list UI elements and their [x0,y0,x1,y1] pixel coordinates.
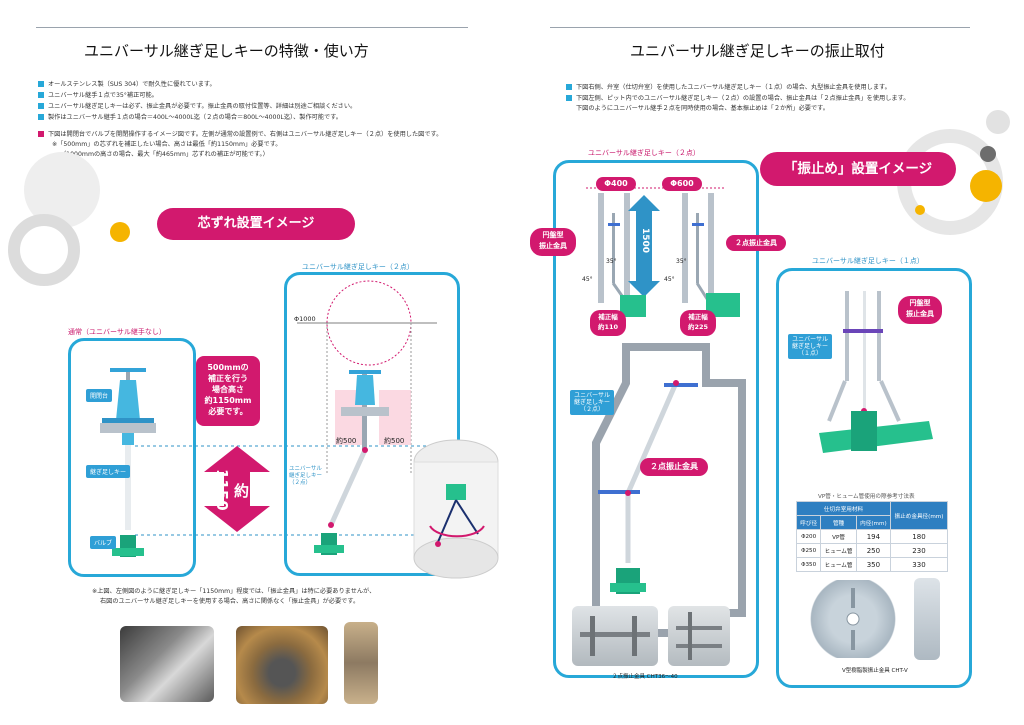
tsugitashi-label: 継ぎ足しキー [86,465,131,478]
left-page-title: ユニバーサル継ぎ足しキーの特徴・使い方 [84,42,369,60]
angle-label-b: 35° [606,258,617,265]
left-bullet-2: ユニバーサル継手１点で35°補正可能。 [38,92,158,100]
v-clamp-caption: V型樹脂製振止金具 CHT-V [842,668,908,674]
decorative-circles-left [8,152,130,286]
top-rule-right [550,27,970,28]
two-point-clamp-label-top: ２点振止金具 [726,235,786,251]
two-point-clamp-photo-2 [668,606,730,666]
disc-clamp-label-right: 円盤型 振止金具 [898,296,942,324]
univ2-frame-right [553,160,759,678]
disc-clamp-label: 円盤型 振止金具 [530,228,576,256]
pit-installation-diagram [586,187,746,637]
right-bullet-2: 下図左側、ピット内でのユニバーサル継ぎ足しキー（２点）の設置の場合、振止金具は「… [566,95,909,103]
bullet-square-icon [38,114,44,120]
normal-valve-diagram [100,368,156,557]
left-bullet-3: ユニバーサル継ぎ足しキーは必ず、振止金具が必要です。振止金具の取付位置等、詳細は… [38,103,356,111]
misalignment-pill: 芯ずれ設置イメージ [157,208,355,240]
univ-key-label: ユニバーサル 継ぎ足しキー （２点） [289,466,323,486]
table-head-inner: 内径(mm) [855,515,891,530]
phi1000-label: Φ1000 [294,315,316,323]
bullet-square-icon [38,92,44,98]
clamp-photo-caption: ２点振止金具 CHT36〜40 [612,674,678,680]
table-row: Φ250 ヒューム管 250 230 [795,543,949,558]
height-1500-label: 1500 [640,228,650,254]
left-note-2: ※「500mm」の芯ずれを補正したい場合、高さは最低「約1150mm」必要です。 [52,141,282,148]
pipe-rotation-illustration [413,439,499,579]
table-title: VP管・ヒューム管使用の際参考寸法表 [818,494,915,500]
univ2-misalignment-diagram [297,280,437,555]
left-footnote-1: ※上図、左側図のように継ぎ足しキー「1150mm」程度では、「振止金具」は特に必… [92,588,376,595]
table-row: Φ350 ヒューム管 350 330 [795,557,949,572]
dimension-table: 仕切弁室用材料 振止め金具径(mm) 呼び径 管種 内径(mm) Φ200 VP… [795,501,949,572]
normal-frame [68,338,196,577]
left-bullet-4: 製作はユニバーサル継手１点の場合＝400L〜4000L迄（２点の場合＝800L〜… [38,114,342,122]
normal-caption: 通常（ユニバーサル継手なし） [68,328,166,336]
univ2-tag: ユニバーサル 継ぎ足しキー （２点） [570,390,615,415]
v-clamp-photo-disc [808,580,898,658]
valve-label: バルブ [90,536,117,549]
yaku500-right-label: 約500 [384,437,405,445]
two-point-clamp-photo-1 [572,606,658,666]
bullet-square-icon [566,84,572,90]
yaku500-left-label: 約500 [336,437,357,445]
install-photo-3 [344,622,378,704]
right-page-title: ユニバーサル継ぎ足しキーの振止取付 [630,42,885,60]
univ2-caption-left: ユニバーサル継ぎ足しキー（２点） [302,263,414,271]
univ2-caption-right: ユニバーサル継ぎ足しキー（２点） [588,149,700,157]
height-double-arrow-icon [204,446,270,532]
left-bullet-1: オールステンレス製（SUS 304）で耐久性に優れています。 [38,81,216,89]
right-bullet-3: 下図のようにユニバーサル継手２点を同時使用の場合、基本振止めは「２か所」必要です… [576,105,829,112]
table-head-type: 管種 [820,515,857,530]
angle-label-c: 35° [676,258,687,265]
vibration-pill: 「振止め」設置イメージ [760,152,956,186]
requirement-box: 500mmの 補正を行う 場合高さ 約1150mm 必要です。 [196,356,260,426]
top-rule-left [36,27,468,28]
two-point-clamp-label-bottom: ２点振止金具 [640,458,708,476]
kaiheidai-label: 開閉台 [86,389,113,402]
table-group-header: 仕切弁室用材料 [796,501,891,516]
bullet-square-icon [38,131,44,137]
correction-110-label: 補正幅 約110 [590,310,626,336]
left-footnote-2: 右図のユニバーサル継ぎ足しキーを使用する場合、高さに関係なく「振止金具」が必要で… [100,598,360,605]
table-row: Φ200 VP管 194 180 [795,529,949,544]
univ2-frame-left [284,272,460,576]
right-bullet-1: 下図右側、弁室（仕切弁室）を使用したユニバーサル継ぎ足しキー（１点）の場合、丸型… [566,84,891,92]
install-photo-2 [236,626,328,704]
bullet-square-icon [38,81,44,87]
valve-chamber-diagram [819,291,933,453]
angle-label-d: 45° [664,276,675,283]
univ1-frame [776,268,972,688]
phi600-label: Φ600 [662,177,702,191]
install-photo-1 [120,626,214,702]
univ1-tag: ユニバーサル 継ぎ足しキー （１点） [788,334,833,359]
correction-225-label: 補正幅 約225 [680,310,716,336]
v-clamp-photo-side [914,578,940,660]
height-label: 約1150 [213,469,250,511]
table-head-clamp: 振止め金具径(mm) [889,501,949,530]
bullet-square-icon [566,95,572,101]
table-head-size: 呼び径 [795,515,822,530]
left-note-3: （1000mmの高さの場合、最大「約465mm」芯ずれの補正が可能です。） [60,151,269,158]
angle-label-a: 45° [582,276,593,283]
phi400-label: Φ400 [596,177,636,191]
bullet-square-icon [38,103,44,109]
univ1-caption: ユニバーサル継ぎ足しキー（１点） [812,257,924,265]
left-note-1: 下図は開閉台でバルブを開閉操作するイメージ図です。左側が通常の設置例で、右側はユ… [38,131,442,139]
